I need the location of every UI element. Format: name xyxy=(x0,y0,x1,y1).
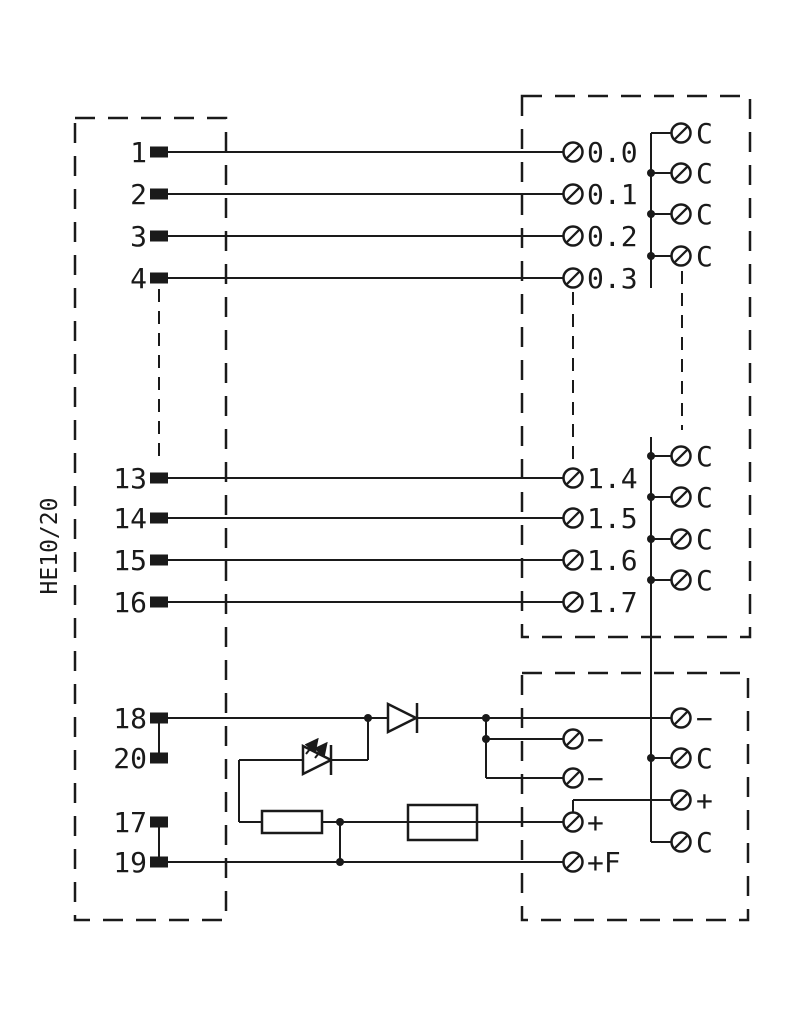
pin-label: 4 xyxy=(130,262,147,295)
terminal-label: C xyxy=(696,440,713,473)
terminal-slash xyxy=(565,854,581,870)
power-circuit xyxy=(168,701,672,866)
junction-dot xyxy=(647,252,655,260)
pin-label: 18 xyxy=(113,702,147,735)
pin-pad xyxy=(150,472,168,484)
terminal-slash xyxy=(565,814,581,830)
terminal-label: − xyxy=(696,702,713,735)
terminal-slash xyxy=(673,248,689,264)
terminal-block-upper-outline xyxy=(520,94,752,639)
common-terminals: C C C C C C C C xyxy=(670,117,713,597)
connector-outline xyxy=(73,116,228,922)
terminal-slash xyxy=(673,531,689,547)
terminal-label: C xyxy=(696,742,713,775)
pin-label: 13 xyxy=(113,462,147,495)
terminal-slash xyxy=(673,165,689,181)
junction-dot xyxy=(364,714,372,722)
terminal-label: 1.5 xyxy=(587,502,638,535)
terminal-slash xyxy=(565,144,581,160)
terminal-slash xyxy=(565,731,581,747)
pin-label: 2 xyxy=(130,178,147,211)
connector-pins: 1 2 3 4 13 14 15 16 18 20 17 19 xyxy=(113,136,168,879)
pin-pad xyxy=(150,146,168,158)
terminal-label: C xyxy=(696,240,713,273)
terminal-slash xyxy=(565,552,581,568)
terminal-slash xyxy=(565,770,581,786)
terminal-label: +F xyxy=(587,846,621,879)
terminal-slash xyxy=(565,228,581,244)
signal-wires xyxy=(168,151,564,603)
terminal-slash xyxy=(673,206,689,222)
terminal-label: 0.1 xyxy=(587,178,638,211)
terminal-label: C xyxy=(696,481,713,514)
terminal-label: 1.6 xyxy=(587,544,638,577)
terminal-label: − xyxy=(587,762,604,795)
terminal-slash xyxy=(673,489,689,505)
pin-pad xyxy=(150,512,168,524)
terminal-label: 0.3 xyxy=(587,262,638,295)
pin-pad xyxy=(150,230,168,242)
pin-pad xyxy=(150,272,168,284)
terminal-label: 1.7 xyxy=(587,586,638,619)
terminal-slash xyxy=(673,750,689,766)
pin-label: 1 xyxy=(130,136,147,169)
junction-dot xyxy=(647,535,655,543)
terminal-label: C xyxy=(696,157,713,190)
terminal-label: C xyxy=(696,523,713,556)
connector-label: HE10/20 xyxy=(37,498,63,595)
junction-dot xyxy=(647,452,655,460)
fuse xyxy=(406,803,479,842)
led-triangle xyxy=(301,743,334,777)
terminal-slash xyxy=(673,834,689,850)
pin-pad xyxy=(150,188,168,200)
terminal-label: 1.4 xyxy=(587,462,638,495)
junction-dot xyxy=(647,754,655,762)
terminal-slash xyxy=(673,792,689,808)
terminal-label: − xyxy=(587,723,604,756)
junction-dot xyxy=(482,735,490,743)
terminal-slash xyxy=(673,710,689,726)
terminal-slash xyxy=(565,270,581,286)
led-arrow-icon xyxy=(313,741,328,759)
junction-dot xyxy=(482,714,490,722)
terminal-slash xyxy=(673,448,689,464)
junction-dot xyxy=(647,493,655,501)
junction-dot xyxy=(336,818,344,826)
terminal-label: C xyxy=(696,564,713,597)
terminal-label: 0.0 xyxy=(587,136,638,169)
pin-label: 20 xyxy=(113,742,147,775)
terminal-slash xyxy=(673,125,689,141)
junction-dot xyxy=(647,210,655,218)
terminal-label: C xyxy=(696,826,713,859)
terminal-slash xyxy=(673,572,689,588)
power-terminals: − − + +F − C + C xyxy=(562,702,713,879)
junction-dot xyxy=(336,858,344,866)
pin-label: 3 xyxy=(130,220,147,253)
terminal-label: + xyxy=(587,806,604,839)
pin-label: 19 xyxy=(113,846,147,879)
pin-pad xyxy=(150,554,168,566)
pin-label: 17 xyxy=(113,806,147,839)
terminal-slash xyxy=(565,186,581,202)
terminal-block-lower-outline xyxy=(520,671,750,922)
output-terminals: 0.0 0.1 0.2 0.3 1.4 1.5 1.6 1.7 xyxy=(562,136,638,619)
terminal-slash xyxy=(565,594,581,610)
diode-triangle xyxy=(386,701,419,735)
pin-label: 15 xyxy=(113,544,147,577)
terminal-slash xyxy=(565,470,581,486)
common-bus-lower xyxy=(647,437,672,843)
terminal-label: C xyxy=(696,198,713,231)
pin-label: 14 xyxy=(113,502,147,535)
resistor xyxy=(260,809,324,835)
pin-label: 16 xyxy=(113,586,147,619)
common-bus-upper xyxy=(647,132,672,288)
terminal-label: 0.2 xyxy=(587,220,638,253)
junction-dot xyxy=(647,576,655,584)
terminal-label: + xyxy=(696,784,713,817)
terminal-slash xyxy=(565,510,581,526)
pin-pad xyxy=(150,596,168,608)
junction-dot xyxy=(647,169,655,177)
terminal-label: C xyxy=(696,117,713,150)
